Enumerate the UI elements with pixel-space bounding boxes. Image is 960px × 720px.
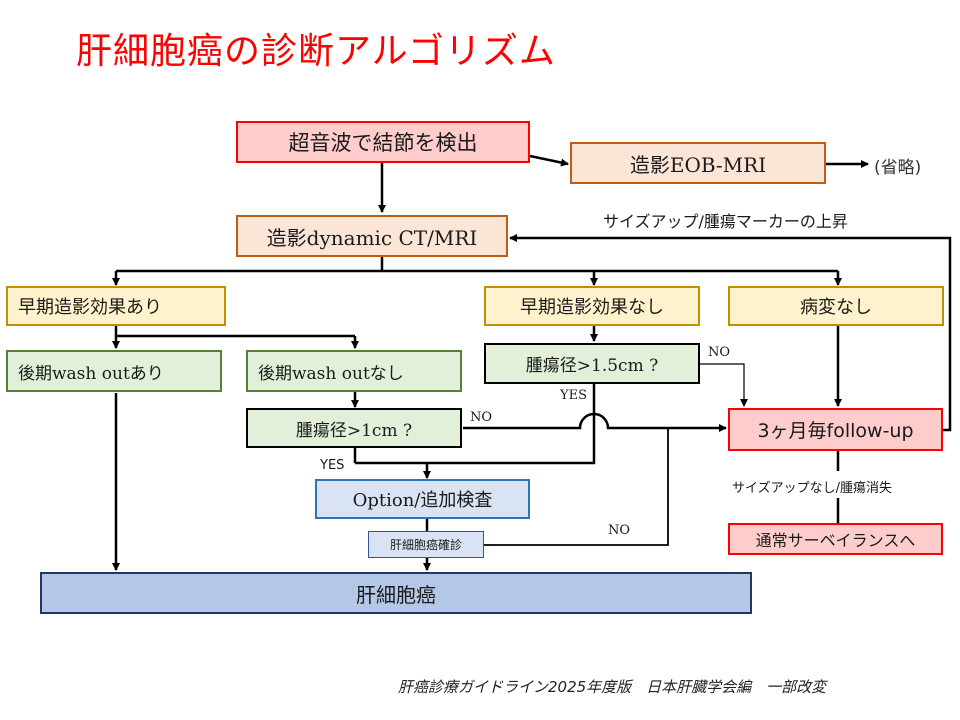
node-early-no[interactable]: 早期造影効果なし [484, 286, 700, 326]
label-no-growth: サイズアップなし/腫瘍消失 [732, 481, 892, 496]
page-title: 肝細胞癌の診断アルゴリズム [76, 31, 556, 72]
label-no-confirm: NO [608, 523, 631, 538]
node-dynamic-ct[interactable]: 造影dynamic CT/MRI [236, 215, 508, 257]
node-size-15[interactable]: 腫瘍径>1.5cm ? [484, 343, 700, 384]
node-confirm[interactable]: 肝細胞癌確診 [368, 531, 484, 558]
node-early-yes[interactable]: 早期造影効果あり [6, 286, 226, 326]
source-citation: 肝癌診療ガイドライン2025年度版 日本肝臓学会編 一部改変 [398, 678, 827, 696]
edge-confirm-no [484, 428, 669, 546]
node-hcc[interactable]: 肝細胞癌 [40, 572, 752, 614]
node-option[interactable]: Option/追加検査 [315, 479, 530, 519]
node-washout-yes[interactable]: 後期wash outあり [6, 350, 222, 392]
edge-us-eob [529, 154, 569, 167]
label-size-up: サイズアップ/腫瘍マーカーの上昇 [603, 212, 848, 231]
node-eob-mri[interactable]: 造影EOB-MRI [570, 142, 826, 184]
node-followup[interactable]: 3ヶ月毎follow-up [728, 408, 943, 451]
node-no-lesion[interactable]: 病変なし [728, 286, 944, 326]
label-yes-1: YES [320, 458, 345, 473]
node-us-detect[interactable]: 超音波で結節を検出 [236, 121, 530, 163]
node-size-1[interactable]: 腫瘍径>1cm ? [246, 408, 462, 448]
node-washout-no[interactable]: 後期wash outなし [246, 350, 462, 392]
edge-size1-no [463, 412, 727, 432]
label-yes-15: YES [560, 388, 587, 403]
label-no-1: NO [470, 410, 493, 425]
label-no-15: NO [708, 345, 731, 360]
edge-followup-loop [509, 234, 952, 432]
edge-size15-yes [355, 384, 596, 465]
node-surveillance[interactable]: 通常サーベイランスへ [728, 523, 943, 555]
label-omitted: (省略) [874, 158, 922, 178]
edge-size15-no [700, 363, 748, 407]
